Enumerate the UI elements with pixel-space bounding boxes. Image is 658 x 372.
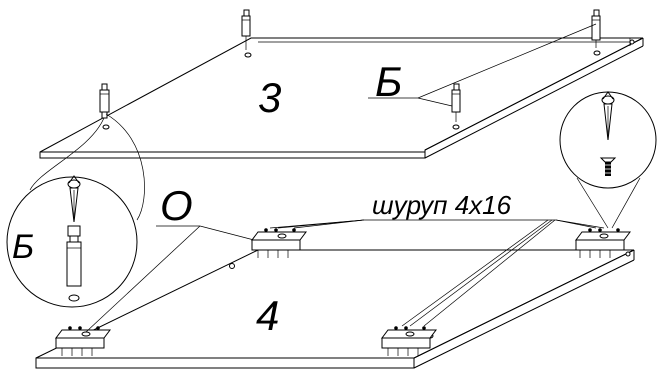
panel-4-label: 4: [256, 292, 279, 339]
cam-pin-3: [451, 83, 461, 122]
hole-icon: [452, 124, 460, 130]
bracket-2: [575, 228, 631, 258]
hole-icon: [102, 124, 110, 130]
bracket-3: [55, 326, 111, 356]
cam-ref-label: Б: [375, 58, 402, 105]
screw-detail-circle: [559, 91, 657, 229]
cam-ref-detail-label: Б: [12, 228, 34, 266]
hole-icon: [244, 52, 252, 58]
hole-icon: [593, 50, 601, 56]
panel-3: [39, 37, 644, 159]
bracket-1: [251, 228, 307, 258]
bracket-ref-label: О: [160, 182, 193, 229]
cam-pin-4: [99, 83, 110, 119]
cam-pin-1: [241, 9, 251, 50]
screw-ref-label: шуруп 4х16: [372, 190, 512, 220]
panel-3-label: 3: [258, 74, 281, 121]
cam-pin-2: [591, 9, 601, 48]
bracket-4: [381, 326, 437, 356]
cam-detail-circle: Б: [6, 113, 145, 308]
